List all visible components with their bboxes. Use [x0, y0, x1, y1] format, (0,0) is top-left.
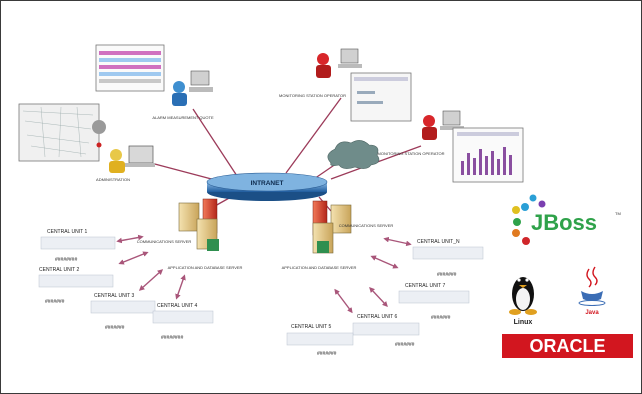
linux-wordmark: Linux [514, 319, 533, 326]
admin-workstation: ADMINISTRATION [18, 103, 155, 182]
alarm-label: ALARM MEASUREMENT QUOTE [152, 115, 214, 120]
central-unit: CENTRAL UNIT_N ####### [412, 239, 484, 278]
mon2-label: MONITORING STATION OPERATOR [378, 151, 445, 156]
oracle-logo: ORACLE [502, 334, 633, 358]
left-arrows [116, 234, 186, 300]
hub-label: INTRANET [251, 180, 284, 187]
comm-right-label: COMMUNICATIONS SERVER [339, 223, 394, 228]
jboss-tm: TM [615, 211, 621, 216]
central-unit-code: ####### [105, 325, 125, 331]
cloud-icon [327, 140, 380, 169]
left-server-group: COMMUNICATIONS SERVER APPLICATION AND DA… [137, 198, 243, 270]
comm-left-label: COMMUNICATIONS SERVER [137, 239, 192, 244]
intranet-hub: INTRANET [206, 172, 328, 201]
linux-logo: Linux [509, 277, 537, 326]
central-unit: CENTRAL UNIT 3 ####### [90, 293, 156, 331]
central-unit-label: CENTRAL UNIT 1 [47, 229, 88, 235]
central-unit-code: ######## [161, 335, 183, 341]
central-unit-label: CENTRAL UNIT 4 [157, 303, 198, 309]
central-unit: CENTRAL UNIT 5 ####### [286, 324, 354, 357]
central-unit-label: CENTRAL UNIT 2 [39, 267, 80, 273]
central-unit-code: ####### [395, 342, 415, 348]
app-right-label: APPLICATION AND DATABASE SERVER [282, 265, 357, 270]
central-unit-label: CENTRAL UNIT_N [417, 239, 460, 245]
central-unit-label: CENTRAL UNIT 7 [405, 283, 446, 289]
central-unit: CENTRAL UNIT 1 ######## [40, 229, 116, 263]
right-arrows [334, 236, 412, 314]
mon1-label: MONITORING STATION OPERATOR [279, 93, 346, 98]
central-unit-code: ####### [45, 299, 65, 305]
central-unit: CENTRAL UNIT 4 ######## [152, 303, 214, 341]
central-unit-code: ####### [437, 272, 457, 278]
jboss-logo: JBoss TM [512, 194, 621, 245]
central-unit: CENTRAL UNIT 7 ####### [398, 283, 470, 321]
central-unit: CENTRAL UNIT 6 ####### [352, 314, 420, 348]
jboss-wordmark: JBoss [531, 210, 597, 235]
central-units-right: CENTRAL UNIT_N ####### CENTRAL UNIT 7 ##… [286, 239, 484, 357]
java-wordmark: Java [585, 310, 599, 316]
admin-label: ADMINISTRATION [96, 177, 130, 182]
central-unit-label: CENTRAL UNIT 6 [357, 314, 398, 320]
app-left-label: APPLICATION AND DATABASE SERVER [168, 265, 243, 270]
central-unit-code: ####### [431, 315, 451, 321]
right-server-group: APPLICATION AND DATABASE SERVER COMMUNIC… [282, 200, 394, 270]
alarm-workstation: ALARM MEASUREMENT QUOTE [95, 44, 214, 120]
monitoring-station-1: MONITORING STATION OPERATOR [279, 48, 412, 122]
central-unit-code: ####### [317, 351, 337, 357]
java-logo: Java [578, 266, 606, 316]
oracle-wordmark: ORACLE [530, 336, 606, 356]
central-unit-label: CENTRAL UNIT 3 [94, 293, 135, 299]
central-unit-label: CENTRAL UNIT 5 [291, 324, 332, 330]
central-units-left: CENTRAL UNIT 1 ######## CENTRAL UNIT 2 #… [38, 229, 214, 341]
central-unit: CENTRAL UNIT 2 ####### [38, 267, 114, 305]
central-unit-code: ######## [55, 257, 77, 263]
monitoring-station-2: MONITORING STATION OPERATOR [378, 110, 524, 183]
